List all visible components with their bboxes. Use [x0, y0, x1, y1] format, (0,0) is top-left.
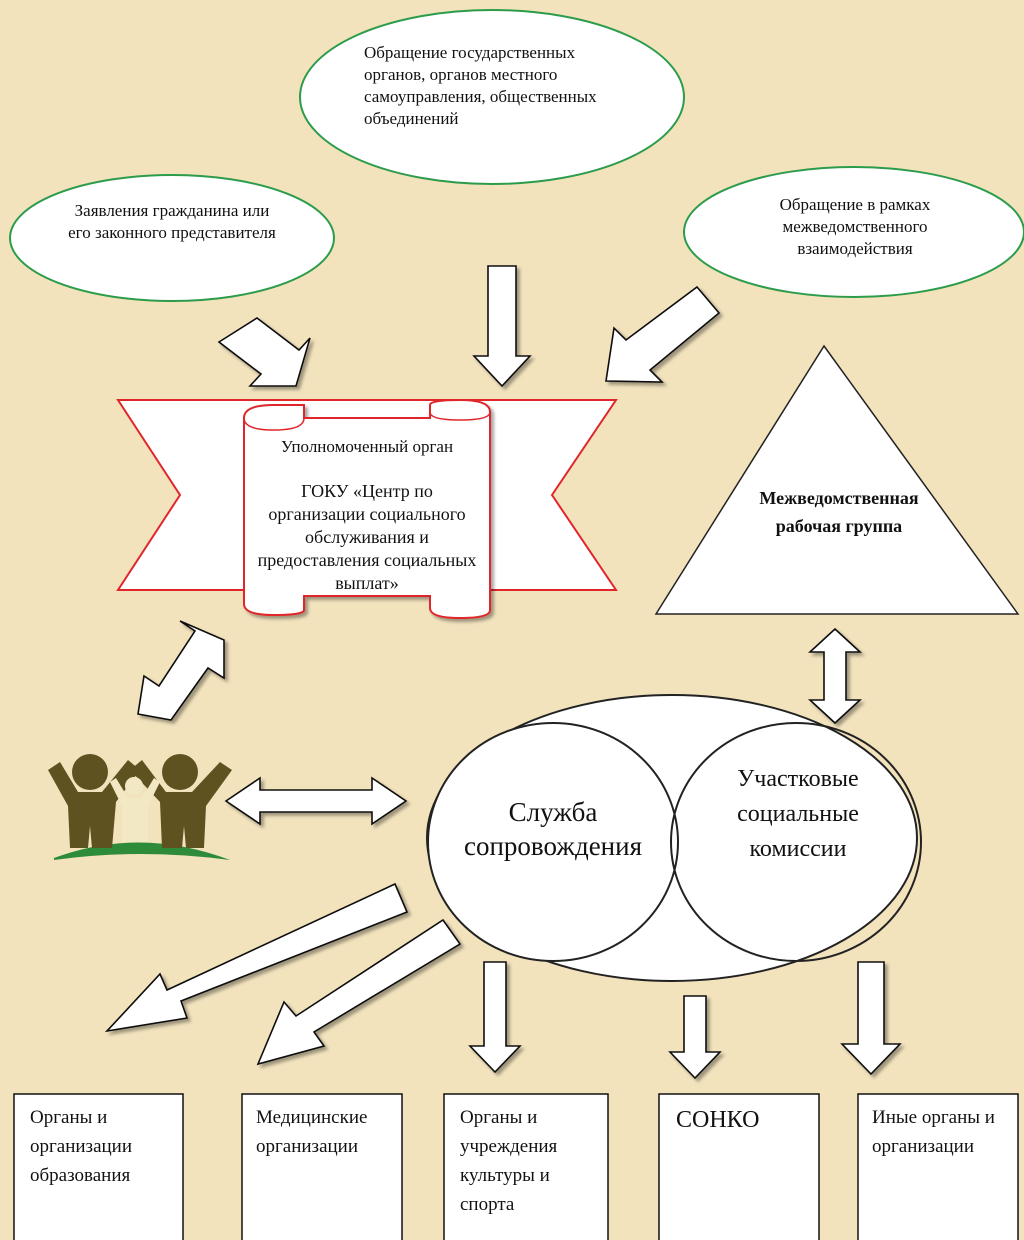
org-medical-label: Медицинские организации	[256, 1107, 368, 1157]
arrow-to-other	[840, 961, 902, 1076]
family-icon	[48, 754, 232, 860]
arrow-from-citizen	[217, 317, 311, 387]
org-culture-label: Органы и учреждения культуры и спорта	[460, 1107, 558, 1215]
arrow-to-sonko	[668, 995, 722, 1080]
arrow-from-interdepartmental	[605, 285, 721, 383]
scroll-shape	[243, 398, 491, 620]
arrow-from-state-bodies	[472, 265, 532, 388]
box-culture	[443, 1093, 609, 1240]
oval-state-bodies-text: Обращение государственных органов, орган…	[364, 43, 597, 128]
district-commissions-circle	[670, 722, 922, 962]
double-arrow-group-commissions	[807, 627, 863, 725]
oval-interdepartmental-text: Обращение в рамках межведомственного вза…	[779, 195, 931, 258]
support-service-label: Служба сопровождения	[463, 797, 643, 861]
box-medical	[241, 1093, 403, 1240]
arrow-to-medical	[256, 918, 462, 1066]
oval-state-bodies	[299, 9, 685, 185]
double-arrow-authority-family	[137, 620, 225, 721]
support-service-circle	[427, 722, 679, 962]
authority-heading: Уполномоченный орган	[280, 437, 454, 456]
org-sonko-label: СОНКО	[676, 1107, 760, 1133]
oval-citizen	[9, 174, 335, 302]
arrow-to-education	[104, 882, 409, 1033]
box-sonko	[658, 1093, 820, 1240]
box-other	[857, 1093, 1019, 1240]
org-other-label: Иные органы и организации	[872, 1107, 995, 1157]
oval-interdepartmental	[683, 166, 1024, 298]
authority-name: ГОКУ «Центр по организации социального о…	[257, 481, 477, 593]
working-group-triangle	[654, 344, 1020, 615]
box-education	[13, 1093, 184, 1240]
org-education-label: Органы и организации образования	[30, 1107, 133, 1186]
district-commissions-label: Участковые социальные комиссии	[737, 766, 859, 862]
working-group-label: Межведомственная рабочая группа	[759, 488, 919, 536]
oval-citizen-text: Заявления гражданина или его законного п…	[68, 201, 276, 242]
arrow-to-culture	[468, 961, 522, 1074]
double-arrow-family-support	[224, 776, 408, 826]
